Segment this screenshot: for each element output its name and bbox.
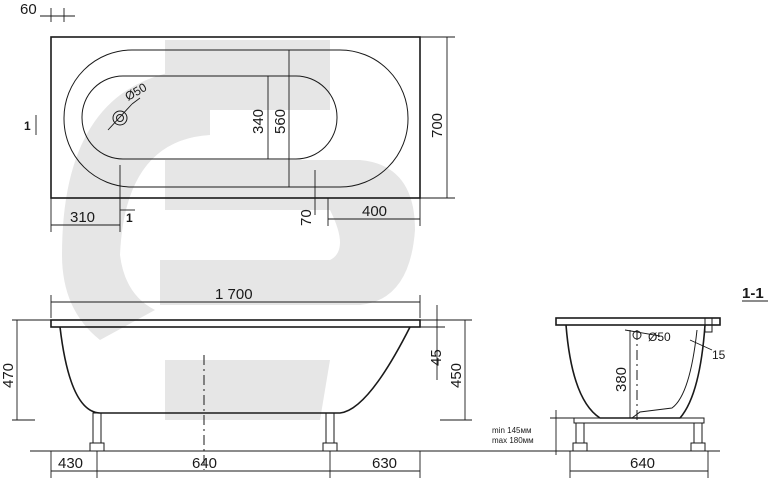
bowl-bottom <box>81 75 338 160</box>
dim-45-text: 45 <box>428 349 445 366</box>
watermark-logo <box>62 40 415 420</box>
dim-640-text: 640 <box>192 455 217 472</box>
dim-70-text: 70 <box>298 209 315 226</box>
section-title: 1-1 <box>742 285 764 302</box>
tub-body-side <box>59 326 411 414</box>
dim-560-text: 560 <box>272 109 289 134</box>
tub-rim-side <box>50 319 421 328</box>
section-drain-label: Ø50 <box>648 330 671 344</box>
tub-outline <box>50 36 421 199</box>
dim-470-text: 470 <box>0 363 17 388</box>
section-mark-left: 1 <box>24 119 31 133</box>
dim-430-text: 430 <box>58 455 83 472</box>
leg-left <box>89 412 105 452</box>
dim-380-text: 380 <box>613 367 630 392</box>
dim-700-text: 700 <box>429 113 446 138</box>
dim-310-text: 310 <box>70 209 95 226</box>
leg-min-text: min 145мм <box>492 426 531 435</box>
section-leg-left <box>572 422 588 452</box>
drain-top <box>107 97 141 131</box>
dim-630-text: 630 <box>372 455 397 472</box>
section-rim-lip <box>704 318 713 333</box>
dim-400-text: 400 <box>362 203 387 220</box>
dim-15-text: 15 <box>712 348 726 362</box>
section-mark-bottom: 1 <box>126 211 133 225</box>
dim-450-text: 450 <box>448 363 465 388</box>
section-frame <box>573 417 705 424</box>
dim-section-640-text: 640 <box>630 455 655 472</box>
leg-max-text: max 180мм <box>492 436 534 445</box>
side-view: 1 700 470 45 450 <box>0 286 560 478</box>
dim-60-text: 60 <box>20 1 37 18</box>
dim-340-text: 340 <box>250 109 267 134</box>
inner-rim <box>63 49 409 188</box>
top-view: Ø50 60 340 560 700 1 310 1 70 4 <box>20 1 455 232</box>
section-view: 1-1 Ø50 15 380 min 145мм <box>492 285 768 478</box>
section-shell-inner <box>631 329 698 419</box>
dim-1700-text: 1 700 <box>215 286 253 303</box>
section-rim <box>555 317 721 326</box>
leg-right <box>322 412 338 452</box>
section-leg-right <box>690 422 706 452</box>
